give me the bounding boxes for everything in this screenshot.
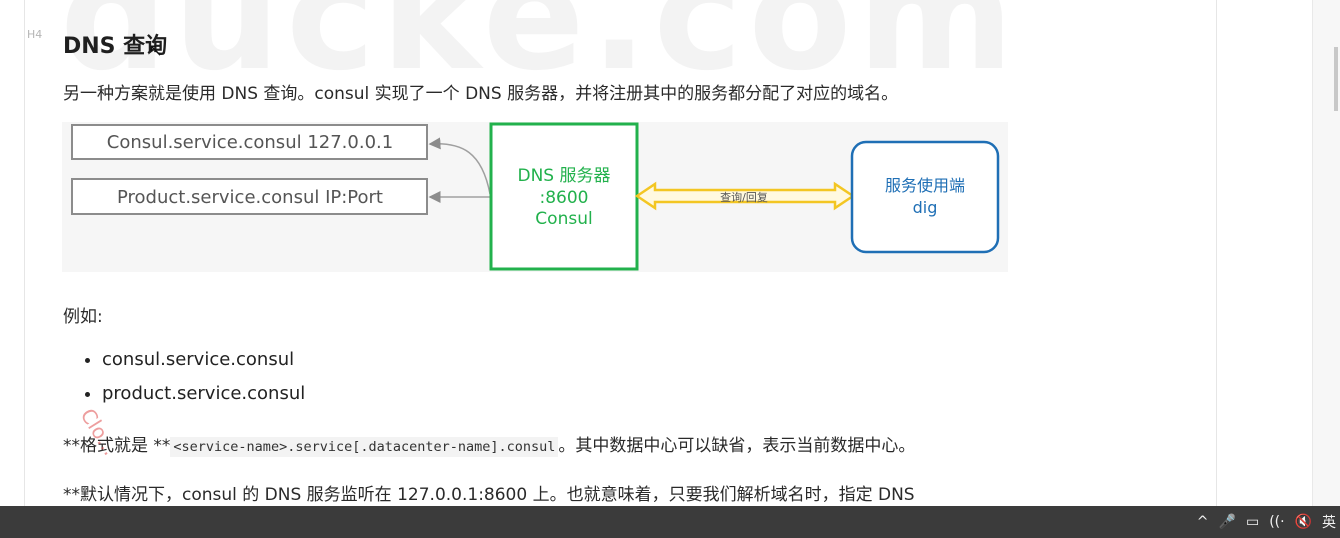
list-item: consul.service.consul — [102, 346, 305, 380]
left-margin-line — [24, 0, 25, 506]
dns-server-title: DNS 服务器 — [517, 166, 610, 186]
example-label: 例如: — [63, 307, 103, 327]
format-paragraph: **格式就是 **<service-name>.service[.datacen… — [63, 431, 916, 457]
format-suffix: 。其中数据中心可以缺省，表示当前数据中心。 — [558, 436, 916, 456]
dns-server-port: :8600 — [540, 188, 589, 208]
intro-paragraph: 另一种方案就是使用 DNS 查询。consul 实现了一个 DNS 服务器，并将… — [63, 84, 899, 104]
volume-muted-icon[interactable]: 🔇 — [1294, 514, 1312, 530]
dns-diagram: Consul.service.consul 127.0.0.1 Product.… — [62, 122, 1008, 272]
wifi-icon[interactable]: ((· — [1269, 514, 1285, 530]
battery-icon[interactable]: ▭ — [1245, 514, 1260, 530]
scrollbar-thumb[interactable] — [1334, 47, 1338, 111]
example-list: consul.service.consul product.service.co… — [72, 346, 305, 414]
client-title: 服务使用端 — [885, 176, 965, 195]
taskbar: ^ 🎤 ▭ ((· 🔇 英 — [0, 506, 1340, 538]
record-box-product — [71, 178, 428, 215]
format-prefix: **格式就是 ** — [63, 436, 171, 456]
format-code: <service-name>.service[.datacenter-name]… — [170, 437, 559, 457]
query-reply-label: 查询/回复 — [720, 190, 768, 204]
list-item: product.service.consul — [102, 380, 305, 414]
arrow-to-consul-record — [428, 137, 491, 195]
mouse-cursor-icon: ↖ — [148, 40, 164, 61]
record-product-label: Product.service.consul IP:Port — [117, 187, 383, 208]
dns-diagram-svg: Consul.service.consul 127.0.0.1 Product.… — [71, 122, 1000, 271]
right-margin-line — [1216, 0, 1217, 506]
dns-server-box — [489, 122, 639, 271]
watermark: ducke.com — [60, 0, 1020, 104]
chevron-up-icon[interactable]: ^ — [1196, 514, 1209, 530]
record-box-consul — [71, 124, 428, 160]
dns-server-name: Consul — [535, 209, 592, 229]
system-tray: ^ 🎤 ▭ ((· 🔇 英 — [1197, 506, 1336, 538]
record-consul-label: Consul.service.consul 127.0.0.1 — [107, 132, 393, 153]
default-paragraph: **默认情况下，consul 的 DNS 服务监听在 127.0.0.1:860… — [63, 485, 915, 505]
client-tool: dig — [913, 198, 938, 217]
heading-level-tag: H4 — [27, 28, 43, 41]
ime-indicator[interactable]: 英 — [1322, 515, 1336, 531]
client-box — [850, 140, 1000, 254]
page-heading: DNS 查询 — [63, 34, 168, 59]
microphone-icon[interactable]: 🎤 — [1218, 514, 1236, 530]
